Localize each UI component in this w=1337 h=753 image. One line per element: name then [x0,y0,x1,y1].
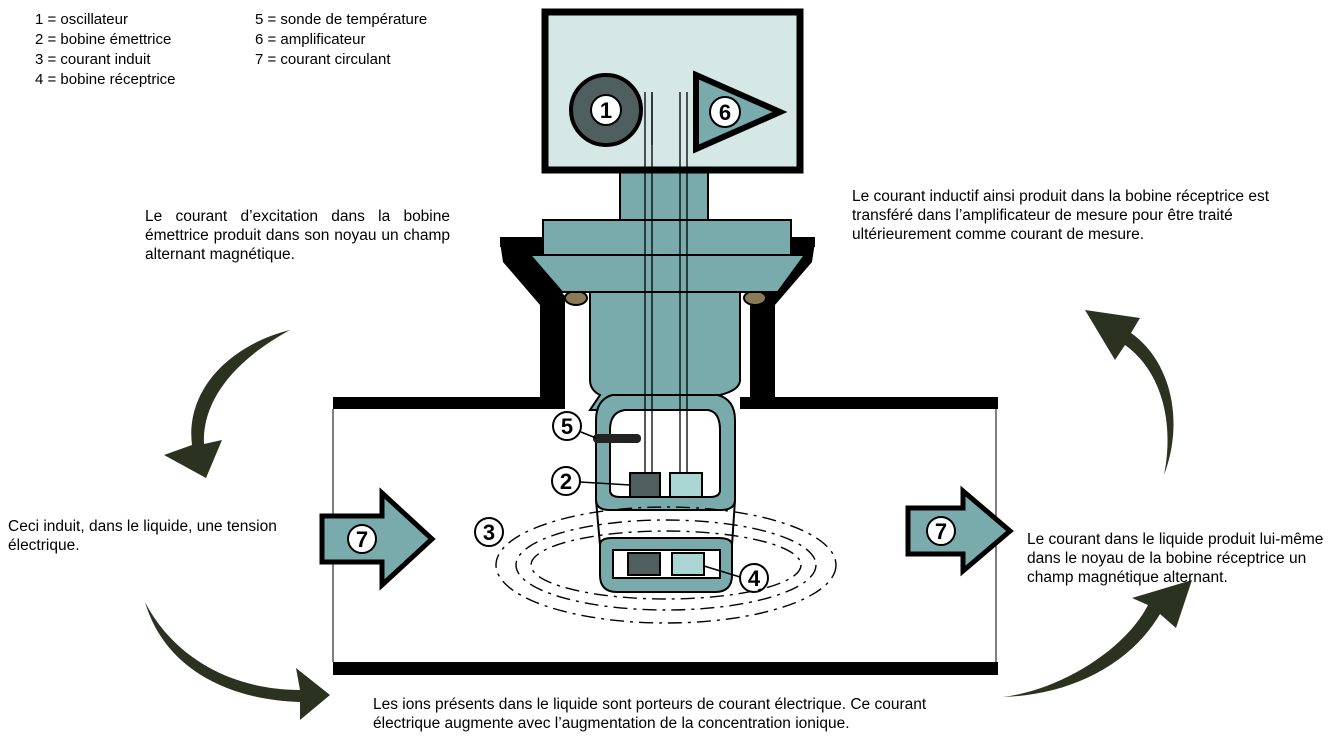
text-inductif: Le courant inductif ainsi produit dans l… [852,188,1270,243]
probe-cavity [609,409,721,498]
mount-taper [527,254,807,293]
legend-item-2: 2 = bobine émettrice [35,31,172,48]
legend-item-1: 1 = oscillateur [35,11,128,28]
receiver-badge [739,563,769,593]
legend-col2: 5 = sonde de température 6 = amplificate… [255,10,427,70]
process-arrow-2 [145,602,330,720]
seal-left [564,290,588,306]
receiver-coil-upper [669,472,703,498]
legend: 1 = oscillateur 2 = bobine émettrice 3 =… [35,10,176,90]
amplifier-label: 6 [719,100,731,125]
text-liquide: Le courant dans le liquide produit lui-m… [1027,531,1324,586]
temp-probe-label: 5 [561,414,573,439]
legend-item-7: 7 = courant circulant [255,51,391,68]
induced-current-loops [495,506,837,624]
legend-item-3: 3 = courant induit [35,51,151,68]
neck [619,169,709,221]
process-arrow-1 [164,330,290,478]
emitter-coil-lower [627,552,661,576]
seal-right [743,290,767,306]
process-arrow-4 [1085,310,1174,475]
induced-label: 3 [483,520,495,545]
induced-badge [474,517,504,547]
oscillator-label: 1 [600,98,612,123]
text-induit: Ceci induit, dans le liquide, une tensio… [8,518,277,554]
pipe-bottom-wall [333,662,998,675]
temp-probe [593,434,641,443]
process-arrow-3 [1003,580,1192,697]
legend-item-6: 6 = amplificateur [255,31,366,48]
flow-arrow-left: 7 [319,487,436,591]
temp-probe-badge [552,411,582,441]
emitter-badge [551,466,581,496]
emitter-coil [629,472,661,498]
text-ions: Les ions présents dans le liquide sont p… [373,696,927,732]
flow-arrow-right: 7 [905,485,1014,577]
legend-item-4: 4 = bobine réceptrice [35,71,176,88]
flow-left-label: 7 [356,527,368,552]
sensor-body [588,291,741,411]
pipe-top-wall-right [740,397,998,409]
flow-right-label: 7 [935,519,947,544]
emitter-label: 2 [560,469,572,494]
text-excitation: Le courant d’excitation dans la bobine é… [145,208,450,263]
mount-block [542,219,792,256]
legend-item-5: 5 = sonde de température [255,11,428,28]
receiver-label: 4 [748,566,761,591]
pipe-top-wall-left [333,397,565,409]
receiver-coil [671,552,705,576]
